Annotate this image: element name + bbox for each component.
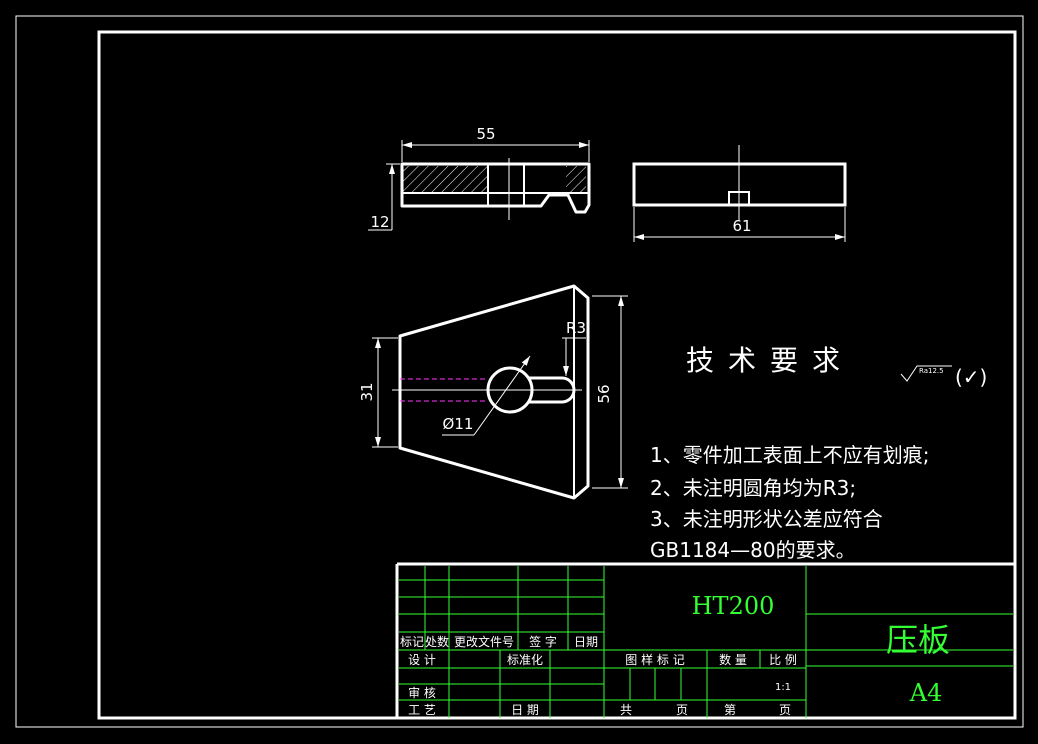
roughness-suffix: (✓) bbox=[955, 365, 987, 389]
tech-title: 技术要求 bbox=[686, 344, 854, 377]
tb-scale: 比 例 bbox=[769, 653, 797, 667]
tb-hdr-mark: 标记 bbox=[400, 635, 424, 649]
tb-sheet-size: A4 bbox=[909, 679, 943, 707]
tb-part-name: 压板 bbox=[886, 621, 950, 659]
tb-hdr-date: 日期 bbox=[574, 635, 598, 649]
front-view-outline bbox=[398, 284, 590, 500]
req-item-4: GB1184—80的要求。 bbox=[650, 538, 856, 562]
tb-review: 审 核 bbox=[408, 685, 436, 700]
hatch-right bbox=[566, 166, 586, 192]
tb-design: 设 计 bbox=[408, 653, 436, 667]
inner-frame bbox=[97, 30, 1017, 720]
tb-page2: 页 bbox=[779, 703, 791, 717]
outer-frame bbox=[15, 15, 1024, 728]
tb-standard: 标准化 bbox=[507, 653, 543, 667]
dim-56-label: 56 bbox=[595, 384, 613, 403]
tb-total: 共 bbox=[620, 703, 632, 717]
roughness-symbol bbox=[900, 365, 952, 382]
tb-date: 日 期 bbox=[511, 703, 539, 717]
dim-12-label: 12 bbox=[370, 213, 389, 231]
top-view-outline bbox=[400, 162, 591, 214]
dim-hole-line bbox=[473, 355, 531, 436]
tb-page: 页 bbox=[676, 703, 688, 717]
tb-scale-value: 1:1 bbox=[775, 682, 791, 693]
tb-quantity: 数 量 bbox=[719, 652, 747, 667]
title-block: 标记 处数 更改文件号 签 字 日期 设 计 标准化 审 核 工 艺 日 期 图… bbox=[395, 562, 1015, 718]
dim-hole-label: Ø11 bbox=[443, 415, 474, 433]
tb-grid bbox=[399, 566, 1013, 718]
roughness-value: Ra12.5 bbox=[919, 367, 944, 375]
dim-61-label: 61 bbox=[732, 217, 751, 235]
req-item-3: 3、未注明形状公差应符合 bbox=[650, 507, 883, 531]
req-item-2: 2、未注明圆角均为R3; bbox=[650, 476, 856, 500]
tb-drawing-mark: 图 样 标 记 bbox=[625, 652, 684, 667]
dim-55-label: 55 bbox=[476, 125, 495, 143]
dim-31-label: 31 bbox=[358, 382, 376, 401]
tech-requirements: 技术要求 Ra12.5 (✓) 1、零件加工表面上不应有划痕; 2、未注明圆角均… bbox=[650, 344, 987, 562]
tb-sheet-no: 第 bbox=[724, 703, 736, 717]
tb-hdr-docno: 更改文件号 bbox=[454, 634, 514, 649]
hatch-left bbox=[402, 166, 488, 192]
tb-hdr-count: 处数 bbox=[425, 634, 449, 649]
top-view: 55 12 bbox=[368, 125, 591, 231]
tb-process: 工 艺 bbox=[408, 703, 436, 717]
tb-material: HT200 bbox=[692, 592, 775, 620]
side-view: 61 bbox=[632, 145, 847, 242]
tb-hdr-sign: 签 字 bbox=[529, 634, 557, 649]
req-item-1: 1、零件加工表面上不应有划痕; bbox=[650, 443, 929, 467]
dim-r3-label: R3 bbox=[566, 319, 586, 337]
front-view: 31 56 R3 Ø11 bbox=[358, 284, 628, 500]
